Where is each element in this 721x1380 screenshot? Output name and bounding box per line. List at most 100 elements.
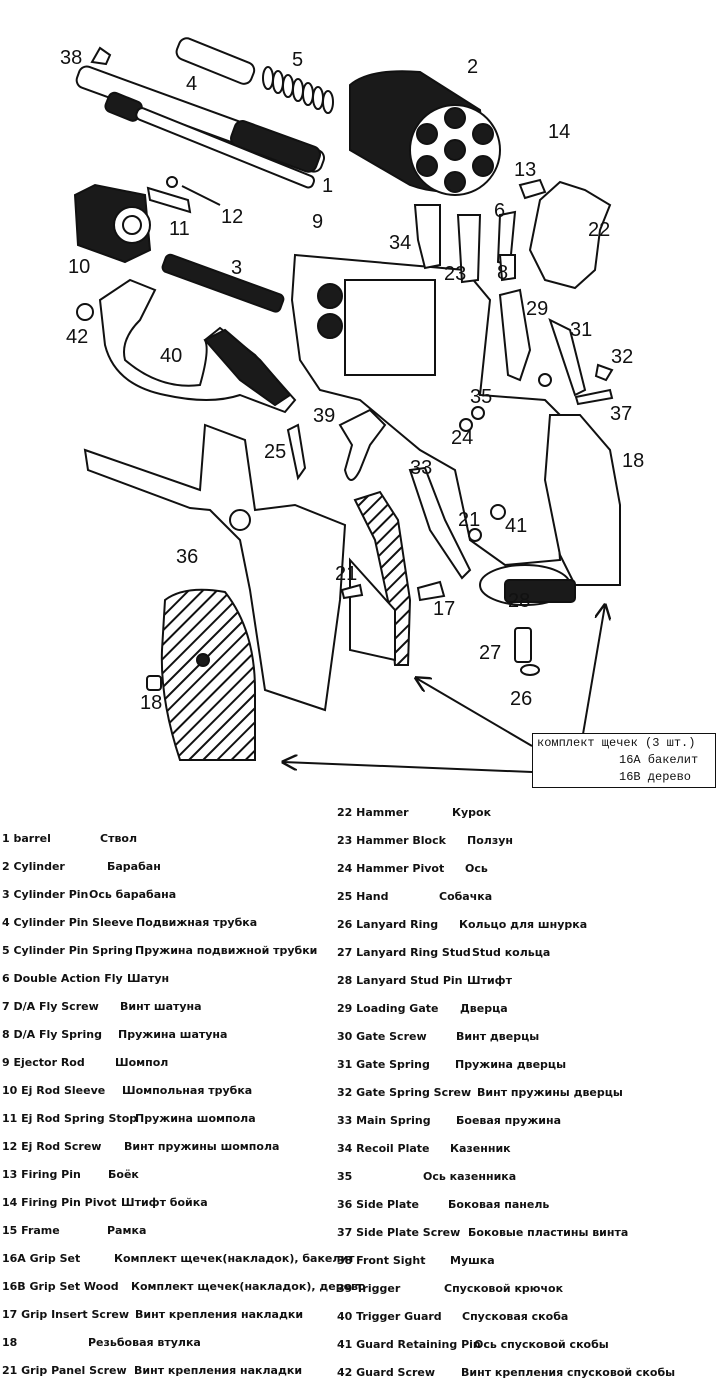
legend-part-name: 21 Grip Panel Screw [2, 1364, 127, 1377]
legend-part-translation: Спусковой крючок [444, 1282, 564, 1295]
exploded-parts-diagram: 38 4 5 2 1 14 13 6 22 34 23 8 12 11 9 10… [60, 37, 644, 773]
legend-part-name: 5 Cylinder Pin Spring [2, 944, 133, 957]
grip-panel-left [160, 588, 256, 761]
callout-24: 24 [451, 427, 473, 449]
legend-part-translation: Курок [452, 806, 492, 819]
legend-part-translation: Винт крепления накладки [134, 1364, 303, 1377]
legend-part-name: 15 Frame [2, 1224, 60, 1237]
legend-row: 22 Hammer Курок [337, 806, 491, 819]
legend-part-name: 22 Hammer [337, 806, 409, 819]
grip-insert-screw-part [416, 580, 446, 602]
callout-28: 28 [508, 590, 530, 612]
legend-part-translation: Боковые пластины винта [468, 1226, 629, 1239]
loading-gate-part [498, 288, 532, 382]
legend-part-name: 2 Cylinder [2, 860, 65, 873]
legend-part-name: 11 Ej Rod Spring Stop [2, 1112, 138, 1125]
legend-part-translation: Собачка [439, 890, 493, 903]
callout-40: 40 [160, 345, 182, 367]
legend-part-translation: Комплект щечек(накладок), дерево [131, 1280, 366, 1293]
hand-part [286, 423, 307, 481]
callout-35: 35 [470, 386, 492, 408]
firing-pin-part [518, 178, 547, 200]
legend-part-translation: Ось спусковой скобы [474, 1338, 609, 1351]
trigger-guard-part [98, 278, 297, 414]
threaded-bushing-part [146, 675, 162, 691]
legend-part-name: 12 Ej Rod Screw [2, 1140, 102, 1153]
legend-part-name: 40 Trigger Guard [337, 1310, 442, 1323]
grip-panel-right [543, 414, 621, 586]
barrel-part [75, 65, 326, 173]
callout-21b: 21 [335, 563, 357, 585]
legend-part-translation: Комплект щечек(накладок), бакелит [114, 1252, 355, 1265]
callout-11: 11 [169, 218, 190, 240]
cylinder-pin-sleeve-part [175, 37, 256, 85]
legend-part-translation: Рамка [107, 1224, 147, 1237]
grip-panel-screw-part-left [340, 583, 364, 600]
callout-38: 38 [60, 47, 82, 69]
guard-retaining-pin-part [490, 504, 506, 520]
part-callouts: 38 4 5 2 1 14 13 6 22 34 23 8 12 11 9 10… [60, 47, 644, 714]
legend-part-translation: Шомпольная трубка [122, 1084, 253, 1097]
legend-part-name: 37 Side Plate Screw [337, 1226, 461, 1239]
callout-31: 31 [570, 319, 592, 341]
ej-rod-screw-part [166, 176, 178, 188]
legend-part-translation: Stud кольца [472, 946, 551, 959]
callout-10: 10 [68, 256, 90, 278]
gate-spring-part [548, 318, 587, 397]
callout-6: 6 [494, 200, 505, 222]
callout-5: 5 [292, 49, 303, 71]
guard-screw-part [76, 303, 94, 321]
callout-3: 3 [231, 257, 242, 279]
legend-row: 36 Side Plate Боковая панель [337, 1198, 549, 1211]
callout-36: 36 [176, 546, 198, 568]
legend-part-translation: Барабан [107, 860, 161, 873]
cylinder-part [349, 70, 501, 196]
legend-part-name: 36 Side Plate [337, 1198, 419, 1211]
frame-part [290, 253, 562, 567]
grip-panel-screw-part-right [468, 528, 482, 542]
callout-1: 1 [322, 175, 333, 197]
ej-rod-spring-stop-part [146, 186, 192, 214]
callout-9: 9 [312, 211, 323, 233]
callout-2: 2 [467, 56, 478, 78]
recoil-plate-pivot-part [471, 406, 485, 420]
callout-37: 37 [610, 403, 632, 425]
arrow-to-right-grip [581, 605, 605, 741]
legend-part-name: 8 D/A Fly Spring [2, 1028, 102, 1041]
lanyard-ring-part [520, 664, 540, 676]
legend-part-name: 41 Guard Retaining Pin [337, 1338, 481, 1351]
legend-row: 37 Side Plate Screw Боковые пластины винт… [337, 1226, 628, 1239]
gate-screw-part [538, 373, 552, 387]
legend-part-name: 25 Hand [337, 890, 389, 903]
legend-part-translation: Штифт [467, 974, 512, 987]
callout-17: 17 [433, 598, 455, 620]
callout-14: 14 [548, 121, 570, 143]
legend-part-name: 42 Guard Screw [337, 1366, 436, 1379]
callout-21: 21 [458, 509, 480, 531]
legend-part-translation: Пружина дверцы [455, 1058, 567, 1071]
cylinder-pin-spring-part [262, 66, 334, 114]
callout-25: 25 [264, 441, 286, 463]
legend-part-name: 16A Grip Set [2, 1252, 81, 1265]
hammer-block-part [456, 214, 482, 284]
legend-part-translation: Ось казенника [423, 1170, 517, 1183]
legend-part-name: 38 Front Sight [337, 1254, 426, 1267]
arrow-to-insert [416, 678, 533, 747]
callout-18b: 18 [140, 692, 162, 714]
main-spring-part [408, 466, 472, 580]
callout-23: 23 [444, 263, 466, 285]
legend-part-name: 13 Firing Pin [2, 1168, 81, 1181]
trigger-part [338, 408, 387, 481]
legend-row: 21 Grip Panel Screw Винт крепления наклад… [2, 1364, 302, 1377]
legend-part-translation: Боковая панель [448, 1198, 550, 1211]
